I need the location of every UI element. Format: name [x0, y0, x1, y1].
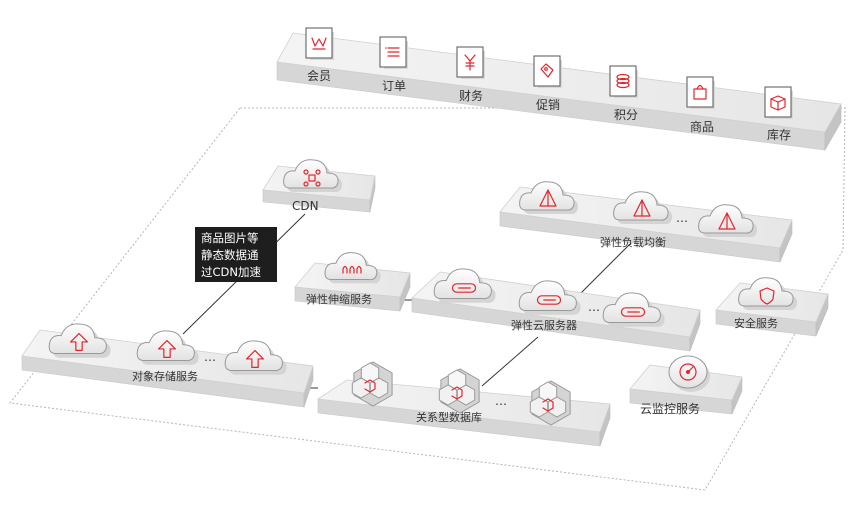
ellipsis-object-storage: … [204, 350, 216, 364]
object-storage-cloud-icon [48, 323, 111, 358]
load-balancer-label: 弹性负载均衡 [600, 236, 666, 249]
load-balancer-cloud-icon [613, 191, 673, 225]
ecs-cloud-icon [518, 280, 581, 315]
ellipsis-ecs: … [588, 300, 600, 314]
ecs-label: 弹性云服务器 [511, 319, 577, 332]
elastic-scaling-cloud-icon [324, 252, 381, 284]
ellipsis-load-balancer: … [676, 211, 688, 225]
callout-line: 过CDN加速 [201, 265, 261, 279]
security-label: 安全服务 [734, 317, 778, 330]
database-hexagon-icon [529, 380, 571, 426]
rds-label: 关系型数据库 [416, 411, 482, 424]
module-label-inventory: 库存 [767, 128, 792, 142]
module-label-points: 积分 [614, 108, 639, 122]
database-hexagon-icon [351, 361, 393, 407]
object-storage-cloud-icon [136, 330, 199, 365]
database-hexagon-icon [438, 368, 480, 414]
box-icon [764, 86, 793, 119]
object-storage-cloud-icon [224, 340, 287, 375]
module-label-product: 商品 [690, 120, 715, 134]
list-icon [379, 36, 408, 69]
cdn-cloud-icon [283, 159, 343, 193]
load-balancer-cloud-icon [698, 204, 758, 238]
callout-line: 商品图片等 [201, 231, 259, 245]
crown-icon [305, 27, 334, 60]
shopping-bag-icon [686, 76, 715, 109]
modules-platform [276, 32, 842, 152]
module-label-finance: 财务 [459, 89, 484, 103]
module-label-order: 订单 [382, 79, 407, 93]
monitoring-label: 云监控服务 [640, 402, 701, 416]
elastic-scaling-label: 弹性伸缩服务 [306, 293, 372, 306]
object-storage-label: 对象存储服务 [132, 370, 198, 383]
coin-stack-icon [609, 65, 638, 98]
cdn-label: CDN [292, 199, 319, 213]
ecs-cloud-icon [433, 268, 496, 303]
ellipsis-rds: … [495, 394, 507, 408]
security-cloud-icon [738, 277, 798, 311]
monitoring-gauge-icon [668, 355, 710, 392]
load-balancer-cloud-icon [519, 181, 579, 215]
module-label-promotion: 促销 [536, 98, 561, 112]
cdn-callout: 商品图片等 静态数据通 过CDN加速 [195, 227, 277, 282]
ecs-cloud-icon [602, 292, 665, 327]
tag-icon [533, 55, 562, 88]
callout-line: 静态数据通 [201, 248, 259, 262]
yuan-icon [456, 46, 485, 79]
module-label-member: 会员 [307, 69, 332, 83]
